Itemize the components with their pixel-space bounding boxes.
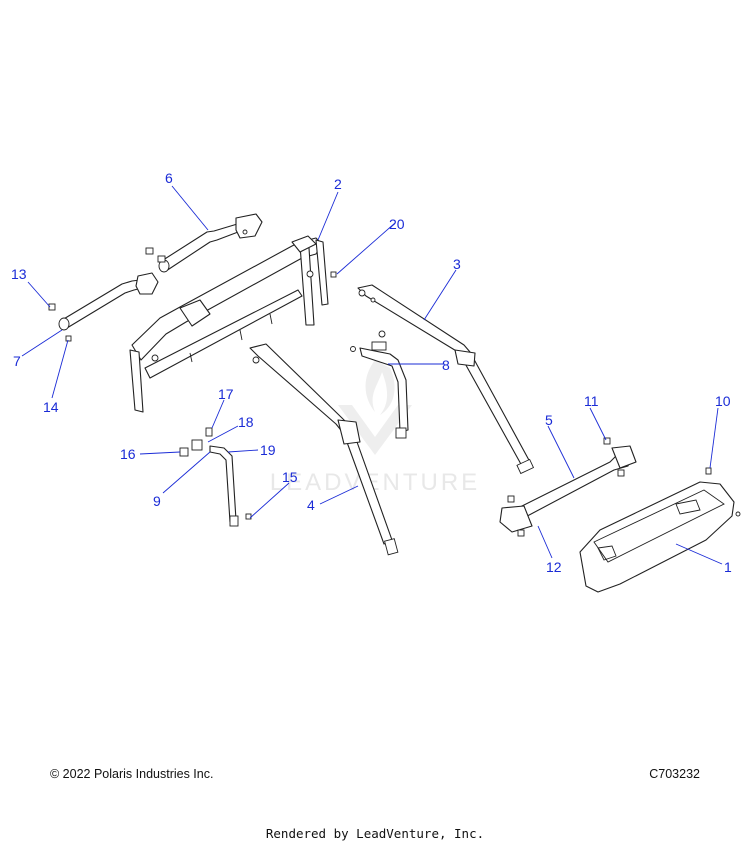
callout-4[interactable]: 4 <box>307 497 315 513</box>
watermark-flame-icon <box>365 360 395 415</box>
callout-11[interactable]: 11 <box>584 393 599 409</box>
part-3-rear-bar <box>357 284 535 475</box>
rendered-by-text: Rendered by LeadVenture, Inc. <box>265 826 485 841</box>
watermark-v-icon <box>338 405 412 455</box>
callout-10[interactable]: 10 <box>715 393 731 409</box>
callout-16[interactable]: 16 <box>120 446 136 462</box>
part-9-bracket <box>179 427 239 527</box>
part-1-rear-panel <box>579 467 741 593</box>
callout-14[interactable]: 14 <box>43 399 59 415</box>
diagram-code: C703232 <box>649 767 700 781</box>
callout-3[interactable]: 3 <box>453 256 461 272</box>
callout-19[interactable]: 19 <box>260 442 276 458</box>
callout-labels: 1 2 3 4 5 6 7 8 9 10 11 12 13 14 15 16 1… <box>11 170 732 575</box>
callout-1[interactable]: 1 <box>724 559 732 575</box>
leader-lines <box>21 185 723 565</box>
callout-2[interactable]: 2 <box>334 176 342 192</box>
copyright-text: © 2022 Polaris Industries Inc. <box>50 767 214 781</box>
callout-9[interactable]: 9 <box>153 493 161 509</box>
callout-17[interactable]: 17 <box>218 386 234 402</box>
part-20-bolt <box>330 271 337 278</box>
callout-5[interactable]: 5 <box>545 412 553 428</box>
callout-6[interactable]: 6 <box>165 170 173 186</box>
part-6-bar <box>145 213 263 273</box>
part-4-diagonal-bar <box>249 343 399 556</box>
callout-12[interactable]: 12 <box>546 559 562 575</box>
callout-20[interactable]: 20 <box>389 216 405 232</box>
part-7-bar <box>48 255 166 342</box>
callout-18[interactable]: 18 <box>238 414 254 430</box>
callout-15[interactable]: 15 <box>282 469 298 485</box>
part-8-brace <box>350 330 409 439</box>
callout-13[interactable]: 13 <box>11 266 27 282</box>
watermark: LEADVENTURE <box>270 360 477 496</box>
callout-8[interactable]: 8 <box>442 357 450 373</box>
part-5-cross-bar <box>499 437 637 537</box>
part-2-front-cage <box>129 235 329 413</box>
callout-7[interactable]: 7 <box>13 353 21 369</box>
